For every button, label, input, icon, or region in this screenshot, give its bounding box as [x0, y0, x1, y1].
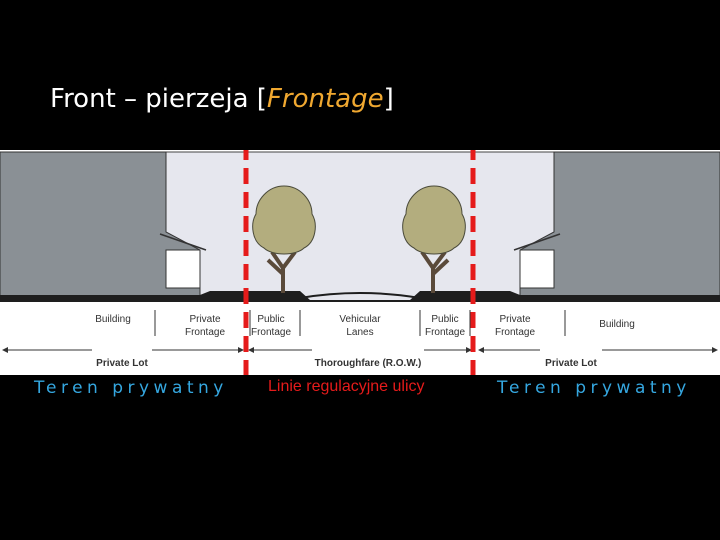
- street-space: [165, 151, 555, 303]
- right-public-frontage-line2: Frontage: [425, 327, 465, 338]
- ground-profile: [0, 291, 720, 302]
- right-private-lot-label: Private Lot: [545, 358, 597, 369]
- right-building-label: Building: [599, 319, 635, 330]
- page-title: Front – pierzeja [Frontage]: [50, 84, 394, 114]
- vehicular-lanes-line2: Lanes: [346, 327, 373, 338]
- left-private-lot-label: Private Lot: [96, 358, 148, 369]
- dimension-arrowheads: [2, 347, 718, 353]
- frontage-diagram: Building Private Frontage Public Frontag…: [0, 150, 720, 375]
- left-tree-icon: [252, 185, 316, 293]
- street-regulation-lines-caption: Linie regulacyjne ulicy: [268, 378, 425, 395]
- title-frontage: Frontage: [266, 84, 384, 114]
- right-private-frontage-line2: Frontage: [495, 327, 535, 338]
- right-private-frontage-line1: Private: [499, 314, 531, 325]
- right-public-frontage-line1: Public: [431, 314, 458, 325]
- vehicular-lanes-line1: Vehicular: [339, 314, 381, 325]
- title-close: ]: [383, 84, 394, 114]
- right-building: [513, 151, 720, 303]
- thoroughfare-label: Thoroughfare (R.O.W.): [315, 358, 422, 369]
- left-private-frontage-line2: Frontage: [185, 327, 225, 338]
- zone-dividers: [154, 310, 566, 336]
- right-tree-icon: [402, 185, 466, 293]
- right-private-area-caption: Teren prywatny: [497, 378, 691, 398]
- left-private-area-caption: Teren prywatny: [34, 378, 228, 398]
- left-public-frontage-line2: Frontage: [251, 327, 291, 338]
- left-private-frontage-line1: Private: [189, 314, 221, 325]
- left-building-label: Building: [95, 314, 131, 325]
- title-main: Front – pierzeja [: [50, 84, 267, 114]
- label-band: [0, 302, 720, 375]
- left-public-frontage-line1: Public: [257, 314, 284, 325]
- left-building: [0, 151, 207, 303]
